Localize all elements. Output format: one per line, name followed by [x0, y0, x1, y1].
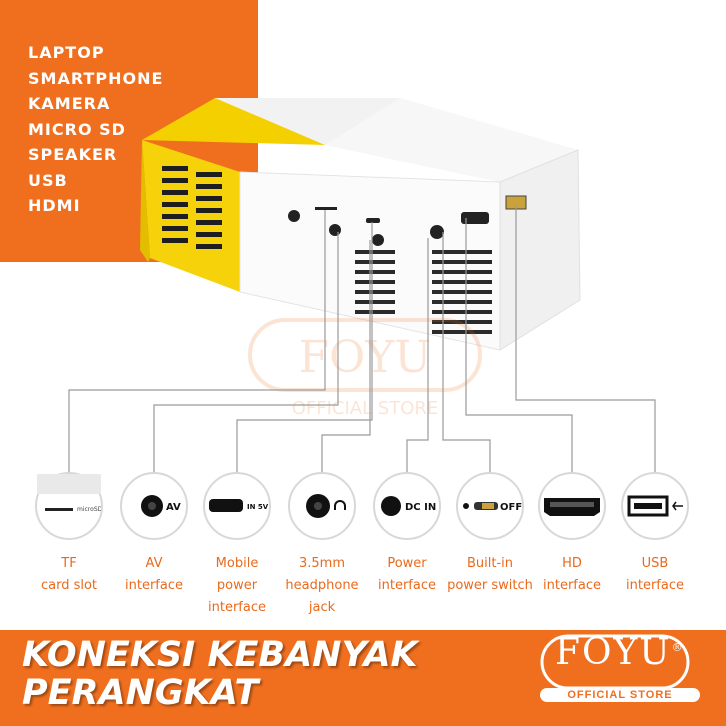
label-line: AV [145, 556, 163, 571]
dc-glyph-text: DC IN [405, 502, 436, 513]
port-label-av: AV interface [104, 553, 204, 597]
feature-item: SMARTPHONE [28, 68, 164, 88]
label-line: HD [562, 556, 582, 571]
registered-mark: ® [671, 641, 685, 654]
feature-item: MICRO SD [28, 119, 126, 139]
feature-list: LAPTOP SMARTPHONE KAMERA MICRO SD SPEAKE… [28, 40, 163, 219]
label-line: 3.5mm [298, 556, 345, 571]
power-switch-icon: OFF [463, 502, 522, 513]
connector-lines [68, 205, 656, 472]
label-line: TF [61, 556, 77, 571]
port-label-headphone: 3.5mm headphone jack [272, 553, 372, 619]
port-label-mobile-power: Mobile power interface [187, 553, 287, 619]
power-switch-port: OFF [456, 472, 524, 540]
tf-card-slot-icon: microSD [37, 474, 103, 513]
switch-glyph-text: OFF [500, 502, 522, 513]
dc-in-port: DC IN [373, 472, 441, 540]
label-line: Power [387, 556, 427, 571]
label-line: interface [208, 600, 266, 615]
label-line: interface [125, 578, 183, 593]
watermark-sub: OFFICIAL STORE [292, 398, 439, 419]
projector-image [140, 98, 581, 351]
logo-subtitle: OFFICIAL STORE [540, 688, 700, 702]
av-glyph-text: AV [166, 502, 181, 513]
usb-glyph-text: IN 5V [247, 503, 269, 511]
hdmi-icon [544, 498, 600, 516]
tf-glyph-text: microSD [77, 506, 101, 513]
label-line: jack [308, 600, 336, 615]
watermark-brand: FOYU [299, 332, 432, 383]
label-line: headphone [285, 578, 359, 593]
label-line: USB [641, 556, 669, 571]
dc-in-icon: DC IN [381, 496, 436, 516]
bottom-banner [0, 630, 726, 726]
label-line: interface [626, 578, 684, 593]
watermark: FOYU OFFICIAL STORE [248, 318, 482, 419]
label-line: interface [543, 578, 601, 593]
port-label-hd: HD interface [522, 553, 622, 597]
feature-item: HDMI [28, 196, 81, 215]
av-port: AV [120, 472, 188, 540]
label-line: power [216, 578, 258, 593]
headline-line-1: KONEKSI KEBANYAK [22, 635, 418, 675]
headphone-jack-icon [306, 494, 346, 518]
micro-usb-port: IN 5V [203, 472, 271, 540]
feature-item: KAMERA [28, 94, 111, 113]
label-line: card slot [40, 578, 98, 593]
port-label-usb: USB interface [605, 553, 705, 597]
micro-usb-icon: IN 5V [209, 499, 269, 512]
label-line: power switch [447, 578, 533, 593]
av-jack-icon: AV [141, 495, 181, 517]
hdmi-port [538, 472, 606, 540]
tf-card-slot-port: microSD [35, 472, 103, 540]
port-label-switch: Built-in power switch [440, 553, 540, 597]
label-line: Built-in [466, 556, 514, 571]
usb-icon [627, 495, 683, 517]
headphone-port [288, 472, 356, 540]
usb-port [621, 472, 689, 540]
feature-item: LAPTOP [28, 43, 105, 62]
label-line: interface [378, 578, 436, 593]
feature-item: SPEAKER [28, 145, 118, 164]
logo-brand: FOYU® [555, 632, 685, 673]
headline-line-2: PERANGKAT [22, 673, 259, 713]
port-label-power: Power interface [357, 553, 457, 597]
label-line: Mobile [215, 556, 259, 571]
port-label-tf: TF card slot [19, 553, 119, 597]
feature-item: USB [28, 170, 68, 190]
headline: KONEKSI KEBANYAK PERANGKAT [22, 636, 418, 712]
